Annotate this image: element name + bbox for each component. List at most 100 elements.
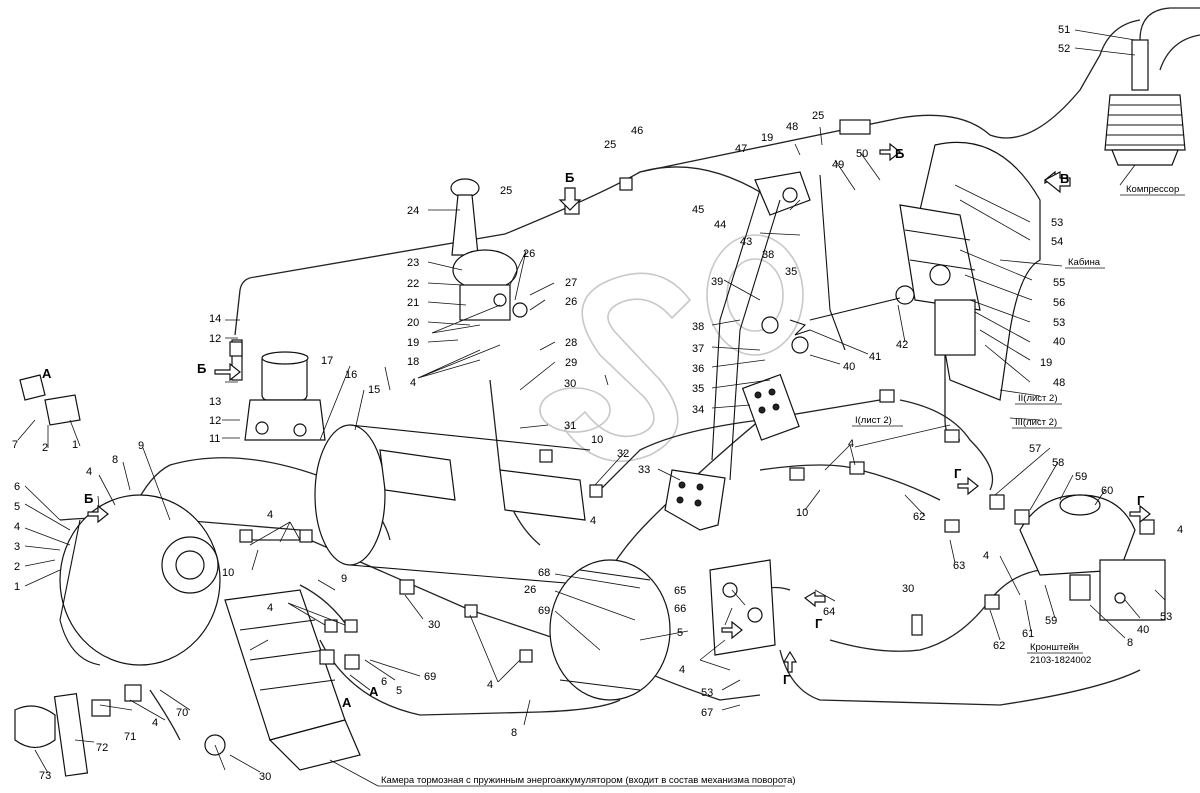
- part-number-52: 52: [1058, 43, 1070, 55]
- part-number-10: 10: [222, 567, 234, 579]
- sheet-2-ref-I: I(лист 2): [855, 415, 892, 426]
- part-number-8: 8: [1127, 637, 1133, 649]
- part-number-36: 36: [692, 363, 704, 375]
- part-number-9: 9: [341, 573, 347, 585]
- part-number-71: 71: [124, 731, 136, 743]
- part-number-29: 29: [565, 357, 577, 369]
- part-number-4: 4: [14, 521, 20, 533]
- hand-brake-valve: [450, 178, 528, 321]
- sheet-2-ref-III: III(лист 2): [1015, 417, 1057, 428]
- part-number-67: 67: [701, 707, 713, 719]
- part-number-19: 19: [1040, 357, 1052, 369]
- part-number-1: 1: [14, 581, 20, 593]
- part-number-25: 25: [604, 139, 616, 151]
- part-number-19: 19: [761, 132, 773, 144]
- view-letters: А А А Б Б Б Б В Г Г Г Г: [42, 146, 1145, 710]
- part-number-15: 15: [368, 384, 380, 396]
- part-number-18: 18: [407, 356, 419, 368]
- part-number-62: 62: [993, 640, 1005, 652]
- part-number-4: 4: [152, 717, 158, 729]
- sheet-2-ref-II: II(лист 2): [1018, 393, 1057, 404]
- part-number-48: 48: [786, 121, 798, 133]
- view-letter-b: Б: [84, 491, 93, 506]
- part-number-4: 4: [487, 679, 493, 691]
- part-number-5: 5: [14, 501, 20, 513]
- view-letter-g: Г: [954, 466, 962, 481]
- part-number-42: 42: [896, 339, 908, 351]
- part-number-54: 54: [1051, 236, 1063, 248]
- view-letter-g: Г: [783, 672, 791, 687]
- leader-lines: [17, 29, 1166, 774]
- watermark: [539, 234, 804, 462]
- part-number-41: 41: [869, 351, 881, 363]
- part-number-31: 31: [564, 420, 576, 432]
- part-number-6: 6: [381, 676, 387, 688]
- part-number-55: 55: [1053, 277, 1065, 289]
- part-number-49: 49: [832, 159, 844, 171]
- part-number-43: 43: [740, 236, 752, 248]
- part-number-10: 10: [591, 434, 603, 446]
- part-number-60: 60: [1101, 485, 1113, 497]
- part-number-65: 65: [674, 585, 686, 597]
- part-number-40: 40: [1053, 336, 1065, 348]
- view-arrows: [87, 142, 1151, 673]
- part-number-26: 26: [524, 584, 536, 596]
- part-number-25: 25: [500, 185, 512, 197]
- part-number-70: 70: [176, 707, 188, 719]
- part-number-61: 61: [1022, 628, 1034, 640]
- part-number-19: 19: [407, 337, 419, 349]
- part-number-26: 26: [523, 248, 535, 260]
- part-number-62: 62: [913, 511, 925, 523]
- view-letter-b: Б: [565, 170, 574, 185]
- part-number-33: 33: [638, 464, 650, 476]
- part-number-66: 66: [674, 603, 686, 615]
- view-letter-g: Г: [815, 616, 823, 631]
- part-number-27: 27: [565, 277, 577, 289]
- part-number-69: 69: [538, 605, 550, 617]
- part-number-59: 59: [1045, 615, 1057, 627]
- part-number-2: 2: [42, 442, 48, 454]
- part-number-17: 17: [321, 355, 333, 367]
- part-number-45: 45: [692, 204, 704, 216]
- part-number-40: 40: [1137, 624, 1149, 636]
- part-number-4: 4: [590, 515, 596, 527]
- receivers: [59, 424, 671, 771]
- part-number-39: 39: [711, 276, 723, 288]
- part-number-5: 5: [396, 685, 402, 697]
- compressor: [1104, 7, 1200, 166]
- part-number-4: 4: [410, 377, 416, 389]
- part-number-30: 30: [428, 619, 440, 631]
- part-number-8: 8: [511, 727, 517, 739]
- part-number-12: 12: [209, 415, 221, 427]
- view-letter-a: А: [42, 366, 52, 381]
- part-number-51: 51: [1058, 24, 1070, 36]
- compressor-caption: Компрессор: [1126, 184, 1179, 195]
- view-letter-a: А: [369, 684, 379, 699]
- part-number-40: 40: [843, 361, 855, 373]
- part-number-30: 30: [259, 771, 271, 783]
- part-number-47: 47: [735, 143, 747, 155]
- part-number-4: 4: [679, 664, 685, 676]
- part-number-20: 20: [407, 317, 419, 329]
- part-number-14: 14: [209, 313, 221, 325]
- part-number-5: 5: [677, 627, 683, 639]
- view-letter-v: В: [1060, 171, 1069, 186]
- part-number-32: 32: [617, 448, 629, 460]
- air-valve: [231, 339, 326, 441]
- part-number-64: 64: [823, 606, 835, 618]
- part-number-7: 7: [12, 439, 18, 451]
- part-number-30: 30: [564, 378, 576, 390]
- view-letter-b: Б: [197, 361, 206, 376]
- view-letter-b: Б: [895, 146, 904, 161]
- part-number-34: 34: [692, 404, 704, 416]
- view-letter-a: А: [342, 695, 352, 710]
- part-number-9: 9: [138, 440, 144, 452]
- part-number-4: 4: [983, 550, 989, 562]
- part-number-35: 35: [785, 266, 797, 278]
- part-number-4: 4: [267, 602, 273, 614]
- part-number-1: 1: [72, 439, 78, 451]
- brake-chamber-note: Камера тормозная с пружинным энергоаккум…: [381, 775, 796, 786]
- part-number-3: 3: [14, 541, 20, 553]
- part-number-46: 46: [631, 125, 643, 137]
